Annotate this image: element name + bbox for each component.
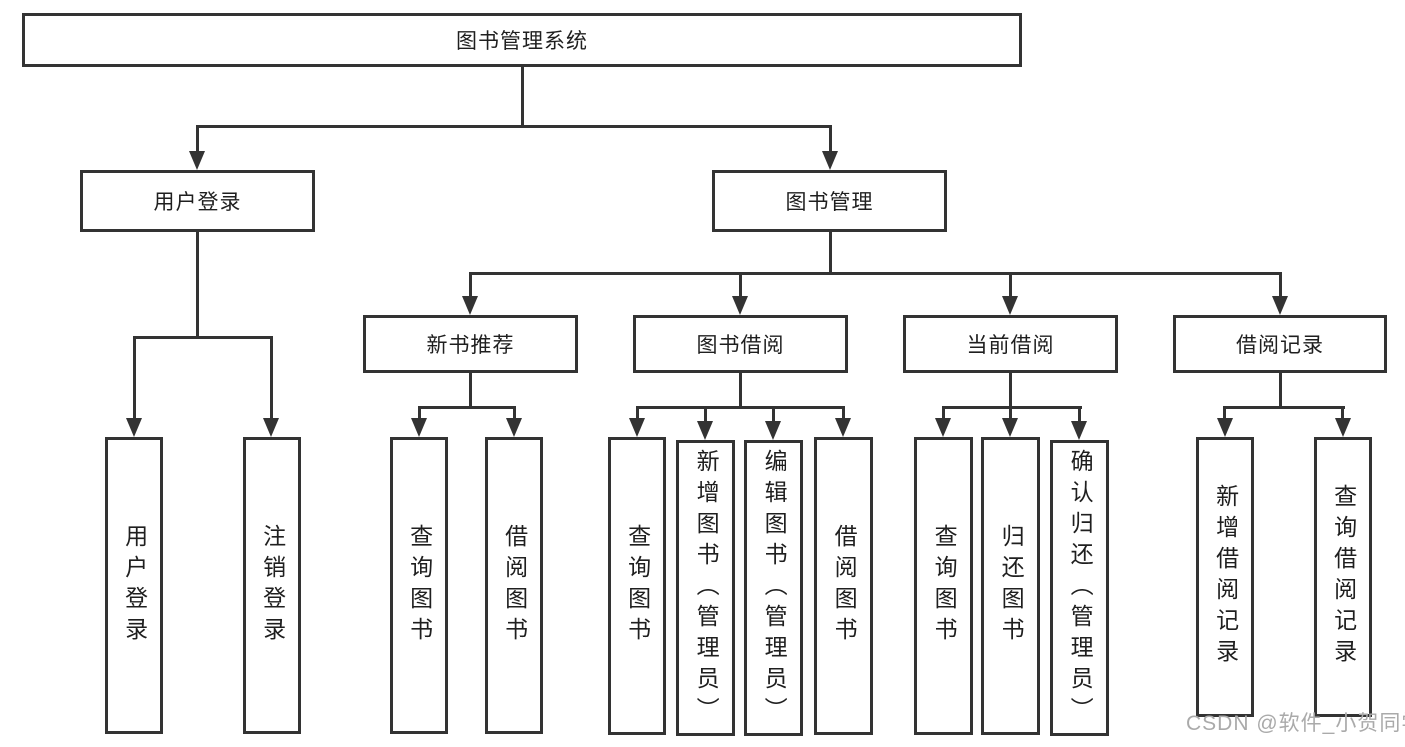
connector-stem bbox=[469, 272, 472, 298]
connector-stem bbox=[772, 406, 775, 422]
leaf-label: 查询图书 bbox=[931, 524, 958, 648]
leaf-label: 归还图书 bbox=[998, 524, 1025, 648]
arrowhead-down-icon bbox=[1002, 296, 1018, 315]
node-label: 借阅记录 bbox=[1236, 334, 1324, 357]
arrowhead-down-icon bbox=[629, 418, 645, 437]
connector-stem bbox=[1341, 406, 1344, 420]
leaf-label: 借阅图书 bbox=[501, 523, 528, 648]
leaf-label: 查询借阅记录 bbox=[1330, 484, 1357, 670]
node-borrowing-records: 借阅记录 bbox=[1173, 315, 1387, 373]
connector-level2-rail bbox=[196, 125, 832, 128]
arrowhead-down-icon bbox=[126, 418, 142, 437]
connector-stem bbox=[636, 406, 639, 420]
node-library-management-system: 图书管理系统 bbox=[22, 13, 1022, 67]
connector-records-rail bbox=[1224, 406, 1345, 409]
connector-borrowing-stem bbox=[739, 373, 742, 406]
arrowhead-down-icon bbox=[732, 296, 748, 315]
connector-stem bbox=[513, 406, 516, 420]
arrowhead-down-icon bbox=[822, 151, 838, 170]
connector-stem bbox=[418, 406, 421, 420]
connector-stem bbox=[829, 125, 832, 155]
arrowhead-down-icon bbox=[835, 418, 851, 437]
connector-stem bbox=[942, 406, 945, 420]
connector-stem bbox=[1009, 272, 1012, 298]
leaf-label: 新增借阅记录 bbox=[1212, 484, 1239, 670]
connector-root-stem bbox=[521, 67, 524, 125]
arrowhead-down-icon bbox=[1335, 418, 1351, 437]
leaf-label: 查询图书 bbox=[624, 524, 651, 648]
node-book-management: 图书管理 bbox=[712, 170, 947, 232]
node-label: 新书推荐 bbox=[426, 334, 515, 357]
node-new-book-recommendation: 新书推荐 bbox=[363, 315, 578, 373]
connector-stem bbox=[1279, 272, 1282, 298]
connector-stem bbox=[704, 406, 707, 422]
csdn-watermark: CSDN @软件_小贺同学 bbox=[1186, 712, 1405, 735]
leaf-borrow-books-2: 借阅图书 bbox=[814, 437, 873, 735]
leaf-borrow-books-1: 借阅图书 bbox=[485, 437, 543, 734]
arrowhead-down-icon bbox=[189, 151, 205, 170]
node-label: 图书借阅 bbox=[696, 334, 785, 357]
leaf-confirm-return-admin: 确认归还（管理员） bbox=[1050, 440, 1109, 736]
leaf-edit-books-admin: 编辑图书（管理员） bbox=[744, 440, 803, 736]
connector-level3-rail bbox=[469, 272, 1282, 275]
connector-stem bbox=[1009, 406, 1012, 420]
leaf-query-borrow-record: 查询借阅记录 bbox=[1314, 437, 1372, 717]
arrowhead-down-icon bbox=[1071, 421, 1087, 440]
arrowhead-down-icon bbox=[263, 418, 279, 437]
leaf-label: 编辑图书（管理员） bbox=[761, 448, 788, 728]
connector-new-books-rail bbox=[418, 406, 516, 409]
leaf-label: 借阅图书 bbox=[831, 524, 858, 648]
arrowhead-down-icon bbox=[462, 296, 478, 315]
arrowhead-down-icon bbox=[1217, 418, 1233, 437]
leaf-logout: 注销登录 bbox=[243, 437, 301, 734]
connector-stem bbox=[196, 125, 199, 155]
connector-stem bbox=[133, 336, 136, 420]
leaf-query-books-3: 查询图书 bbox=[914, 437, 973, 735]
leaf-query-books-2: 查询图书 bbox=[608, 437, 666, 735]
leaf-label: 确认归还（管理员） bbox=[1067, 448, 1094, 728]
node-label: 图书管理系统 bbox=[456, 30, 588, 53]
leaf-add-borrow-record: 新增借阅记录 bbox=[1196, 437, 1254, 717]
connector-user-login-rail bbox=[133, 336, 273, 339]
arrowhead-down-icon bbox=[697, 421, 713, 440]
connector-stem bbox=[270, 336, 273, 420]
arrowhead-down-icon bbox=[1002, 418, 1018, 437]
node-current-borrowing: 当前借阅 bbox=[903, 315, 1118, 373]
arrowhead-down-icon bbox=[1272, 296, 1288, 315]
arrowhead-down-icon bbox=[765, 421, 781, 440]
connector-records-stem bbox=[1279, 373, 1282, 406]
connector-current-rail bbox=[942, 406, 1082, 409]
leaf-label: 新增图书（管理员） bbox=[693, 448, 720, 728]
connector-borrowing-rail bbox=[636, 406, 845, 409]
leaf-label: 查询图书 bbox=[406, 523, 433, 648]
node-label: 图书管理 bbox=[785, 191, 874, 214]
leaf-user-login: 用户登录 bbox=[105, 437, 163, 734]
connector-user-login-stem bbox=[196, 232, 199, 336]
arrowhead-down-icon bbox=[411, 418, 427, 437]
leaf-label: 用户登录 bbox=[121, 523, 148, 648]
node-user-login: 用户登录 bbox=[80, 170, 315, 232]
leaf-query-books-1: 查询图书 bbox=[390, 437, 448, 734]
connector-book-mgmt-stem bbox=[829, 232, 832, 272]
connector-new-books-stem bbox=[469, 373, 472, 406]
node-book-borrowing: 图书借阅 bbox=[633, 315, 848, 373]
connector-current-stem bbox=[1009, 373, 1012, 406]
leaf-add-books-admin: 新增图书（管理员） bbox=[676, 440, 735, 736]
arrowhead-down-icon bbox=[935, 418, 951, 437]
leaf-return-books: 归还图书 bbox=[981, 437, 1040, 735]
connector-stem bbox=[739, 272, 742, 298]
connector-stem bbox=[1223, 406, 1226, 420]
connector-stem bbox=[842, 406, 845, 420]
leaf-label: 注销登录 bbox=[259, 523, 286, 648]
node-label: 当前借阅 bbox=[966, 334, 1055, 357]
node-label: 用户登录 bbox=[153, 191, 242, 214]
connector-stem bbox=[1078, 406, 1081, 422]
arrowhead-down-icon bbox=[506, 418, 522, 437]
